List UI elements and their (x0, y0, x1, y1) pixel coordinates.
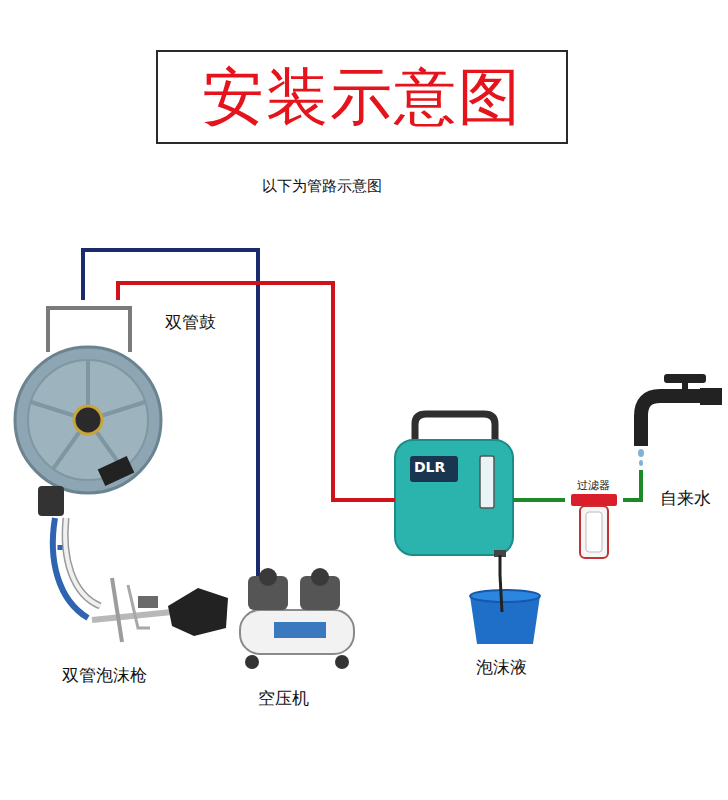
foam-gun-part (138, 596, 158, 608)
foam-machine-part (480, 456, 494, 508)
water-filter (571, 494, 617, 558)
hose-reel-part (15, 347, 161, 493)
hose-reel-part (28, 360, 148, 480)
device-label: 空压机 (258, 688, 309, 708)
device-label: 泡沫液 (476, 657, 527, 677)
water-tap-part (639, 460, 643, 466)
hose-reel-node: 双管鼓 (15, 300, 230, 545)
device-label: DLR (414, 459, 445, 476)
pipe-connector (83, 250, 258, 555)
water-tap (630, 374, 722, 500)
air-compressor-part (259, 568, 277, 586)
foam-gun-part (65, 518, 100, 606)
water-tap-part (664, 374, 706, 383)
foam-bucket-part (470, 590, 540, 602)
foam-machine-part (415, 414, 495, 442)
pipe-connector (513, 498, 565, 502)
water-filter-part (571, 494, 617, 506)
foam-machine-part (395, 440, 513, 555)
title-box: 安装示意图 (156, 50, 568, 144)
bucket-node: 泡沫液 (462, 575, 552, 682)
air-compressor-part (274, 622, 326, 638)
foam-bucket (470, 575, 540, 644)
water-filter-part (586, 512, 602, 552)
hose-reel-part (38, 486, 64, 516)
foam-gun-node: 双管泡沫枪 (20, 550, 228, 690)
pipe-connector (623, 498, 630, 502)
foam-gun-part (112, 578, 122, 642)
foam-gun-part (65, 518, 100, 606)
foam-bucket-part (470, 596, 540, 644)
device-label: 自来水 (660, 488, 711, 508)
air-compressor-part (256, 553, 260, 578)
water-filter-part (580, 506, 608, 558)
title-text: 安装示意图 (202, 63, 522, 131)
water-tap-part (682, 382, 688, 396)
air-compressor-part (240, 610, 354, 654)
compressor-node: 空压机 (232, 555, 357, 715)
pipe-connector (118, 283, 395, 500)
hose-reel (15, 308, 161, 516)
foam-gun (53, 518, 228, 642)
hose-reel-part (98, 456, 135, 486)
water-tap-part (641, 396, 700, 446)
device-label: 双管泡沫枪 (62, 665, 147, 685)
hose-reel-part (74, 406, 102, 434)
air-compressor (240, 553, 354, 669)
hose-reel-part (48, 308, 130, 352)
device-label: 过滤器 (577, 479, 610, 492)
device-label: 双管鼓 (165, 312, 216, 332)
air-compressor-part (245, 655, 259, 669)
water-tap-part (630, 470, 641, 500)
filter-node: 过滤器 (565, 478, 623, 566)
pipe-connector (499, 555, 502, 575)
water-tap-part (700, 388, 722, 405)
air-compressor-part (335, 655, 349, 669)
air-compressor-part (311, 568, 329, 586)
pipe-connector (58, 545, 63, 550)
foam-machine (395, 414, 513, 557)
foam-gun-part (92, 612, 172, 620)
subtitle-label: 以下为管路示意图 (262, 177, 382, 195)
foam-machine-part (410, 456, 458, 482)
foam-gun-part (168, 588, 228, 636)
foam-machine-node: DLR (395, 440, 513, 555)
water-tap-part (638, 449, 644, 457)
tap-node: 自来水 (630, 370, 723, 512)
foam-bucket-part (500, 575, 502, 612)
